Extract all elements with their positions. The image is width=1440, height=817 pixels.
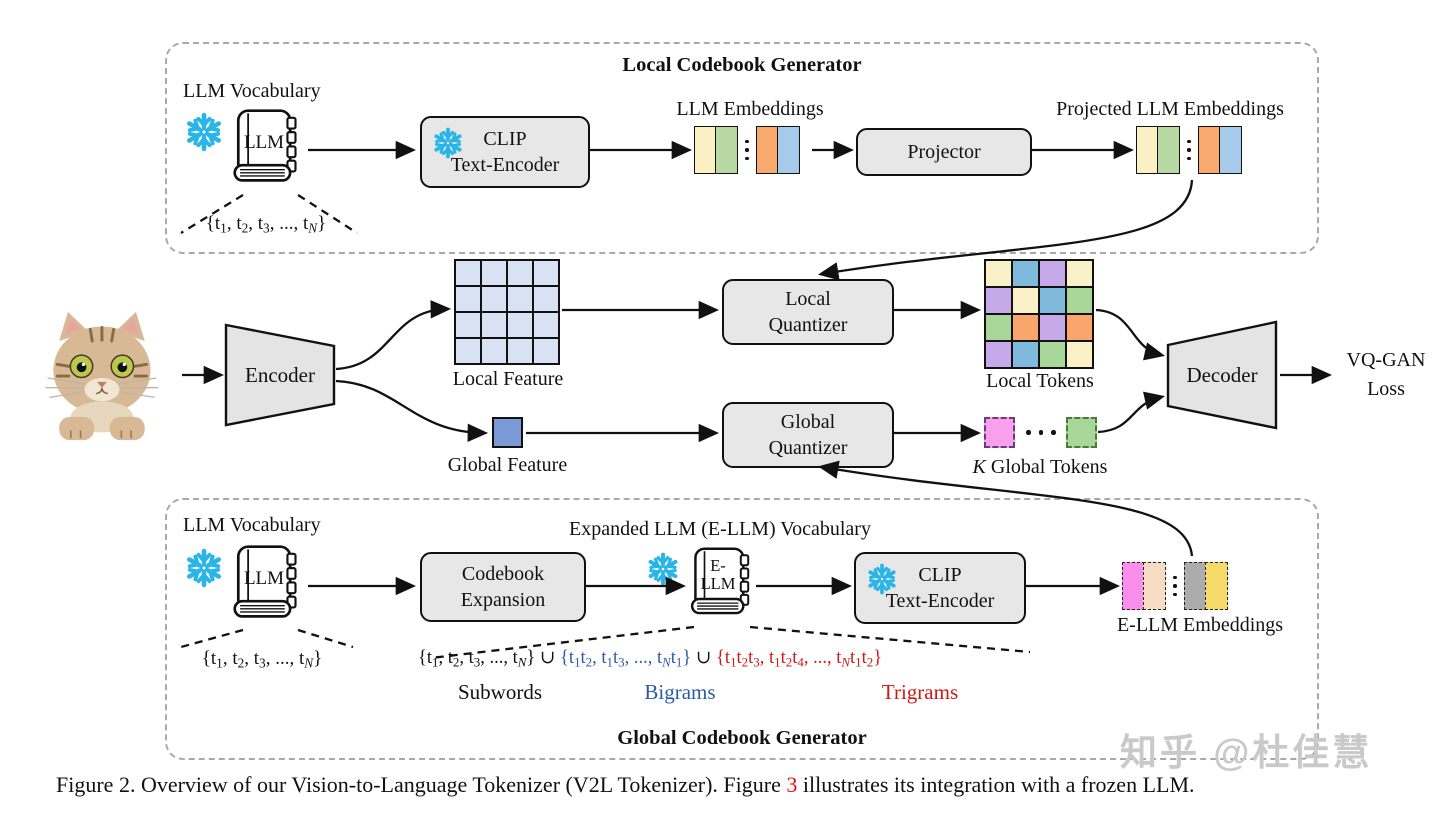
local-feature-label: Local Feature bbox=[452, 368, 564, 390]
ellm-embeddings-label: E-LLM Embeddings bbox=[1116, 614, 1284, 636]
local-tokens-label: Local Tokens bbox=[986, 370, 1094, 392]
encoder-shape bbox=[224, 323, 336, 427]
llm-embeddings-label: LLM Embeddings bbox=[676, 98, 824, 120]
ellm-book-label: E-LLM bbox=[700, 556, 736, 594]
llm-vocabulary-label-bottom: LLM Vocabulary bbox=[183, 514, 321, 536]
llm-book-label: LLM bbox=[243, 568, 285, 589]
projected-llm-embeddings-label: Projected LLM Embeddings bbox=[1056, 98, 1284, 120]
trigrams-label: Trigrams bbox=[881, 680, 959, 704]
snowflake-icon bbox=[184, 112, 224, 152]
subwords-set: {t1, t2, t3, ..., tN} bbox=[418, 648, 536, 670]
expanded-vocab-sets: {t1, t2, t3, ..., tN} ∪ {t1t2, t1t3, ...… bbox=[418, 648, 882, 671]
llm-book-label: LLM bbox=[243, 132, 285, 153]
figure-caption: Figure 2. Overview of our Vision-to-Lang… bbox=[56, 772, 1195, 797]
llm-vocab-set-top: {t1, t2, t3, ..., tN} bbox=[205, 213, 327, 236]
watermark: 知乎 @杜佳慧 bbox=[1120, 732, 1373, 773]
projector-label: Projector bbox=[907, 141, 981, 163]
snowflake-icon bbox=[646, 552, 680, 586]
bigrams-label: Bigrams bbox=[644, 680, 716, 704]
snowflake-icon bbox=[184, 548, 224, 588]
global-codebook-panel: Global Codebook Generator bbox=[165, 498, 1319, 760]
projector-box: Projector bbox=[856, 128, 1032, 176]
llm-vocab-set-bottom: {t1, t2, t3, ..., tN} bbox=[201, 648, 323, 671]
union-symbol: ∪ bbox=[539, 648, 556, 668]
cat-image bbox=[45, 311, 159, 441]
global-codebook-title: Global Codebook Generator bbox=[617, 727, 867, 749]
union-symbol: ∪ bbox=[695, 648, 712, 668]
global-token-green bbox=[1066, 417, 1097, 448]
k-global-tokens-label: K Global Tokens bbox=[972, 456, 1108, 478]
subwords-label: Subwords bbox=[457, 680, 542, 704]
ellipsis-icon bbox=[1026, 430, 1056, 435]
global-token-pink bbox=[984, 417, 1015, 448]
global-feature-label: Global Feature bbox=[447, 454, 568, 476]
trigrams-set: {t1t2t3, t1t2t4, ..., tNt1t2} bbox=[716, 648, 883, 670]
decoder-shape bbox=[1166, 320, 1278, 430]
local-codebook-panel: Local Codebook Generator bbox=[165, 42, 1319, 254]
ellm-embeddings-bars bbox=[1122, 562, 1228, 610]
encoder-label: Encoder bbox=[245, 363, 315, 387]
llm-embeddings-bars bbox=[694, 126, 800, 174]
snowflake-icon bbox=[432, 127, 464, 159]
expanded-vocab-label: Expanded LLM (E-LLM) Vocabulary bbox=[569, 518, 871, 540]
bigrams-set: {t1t2, t1t3, ..., tNt1} bbox=[560, 648, 692, 670]
global-feature-square bbox=[492, 417, 523, 448]
llm-vocabulary-label-top: LLM Vocabulary bbox=[183, 80, 321, 102]
local-tokens-grid bbox=[984, 259, 1094, 369]
local-codebook-title: Local Codebook Generator bbox=[622, 54, 862, 76]
figure-3-reference: 3 bbox=[786, 772, 798, 797]
local-feature-grid bbox=[454, 259, 560, 365]
decoder-label: Decoder bbox=[1186, 363, 1258, 387]
projected-llm-embeddings-bars bbox=[1136, 126, 1242, 174]
snowflake-icon bbox=[866, 563, 898, 595]
